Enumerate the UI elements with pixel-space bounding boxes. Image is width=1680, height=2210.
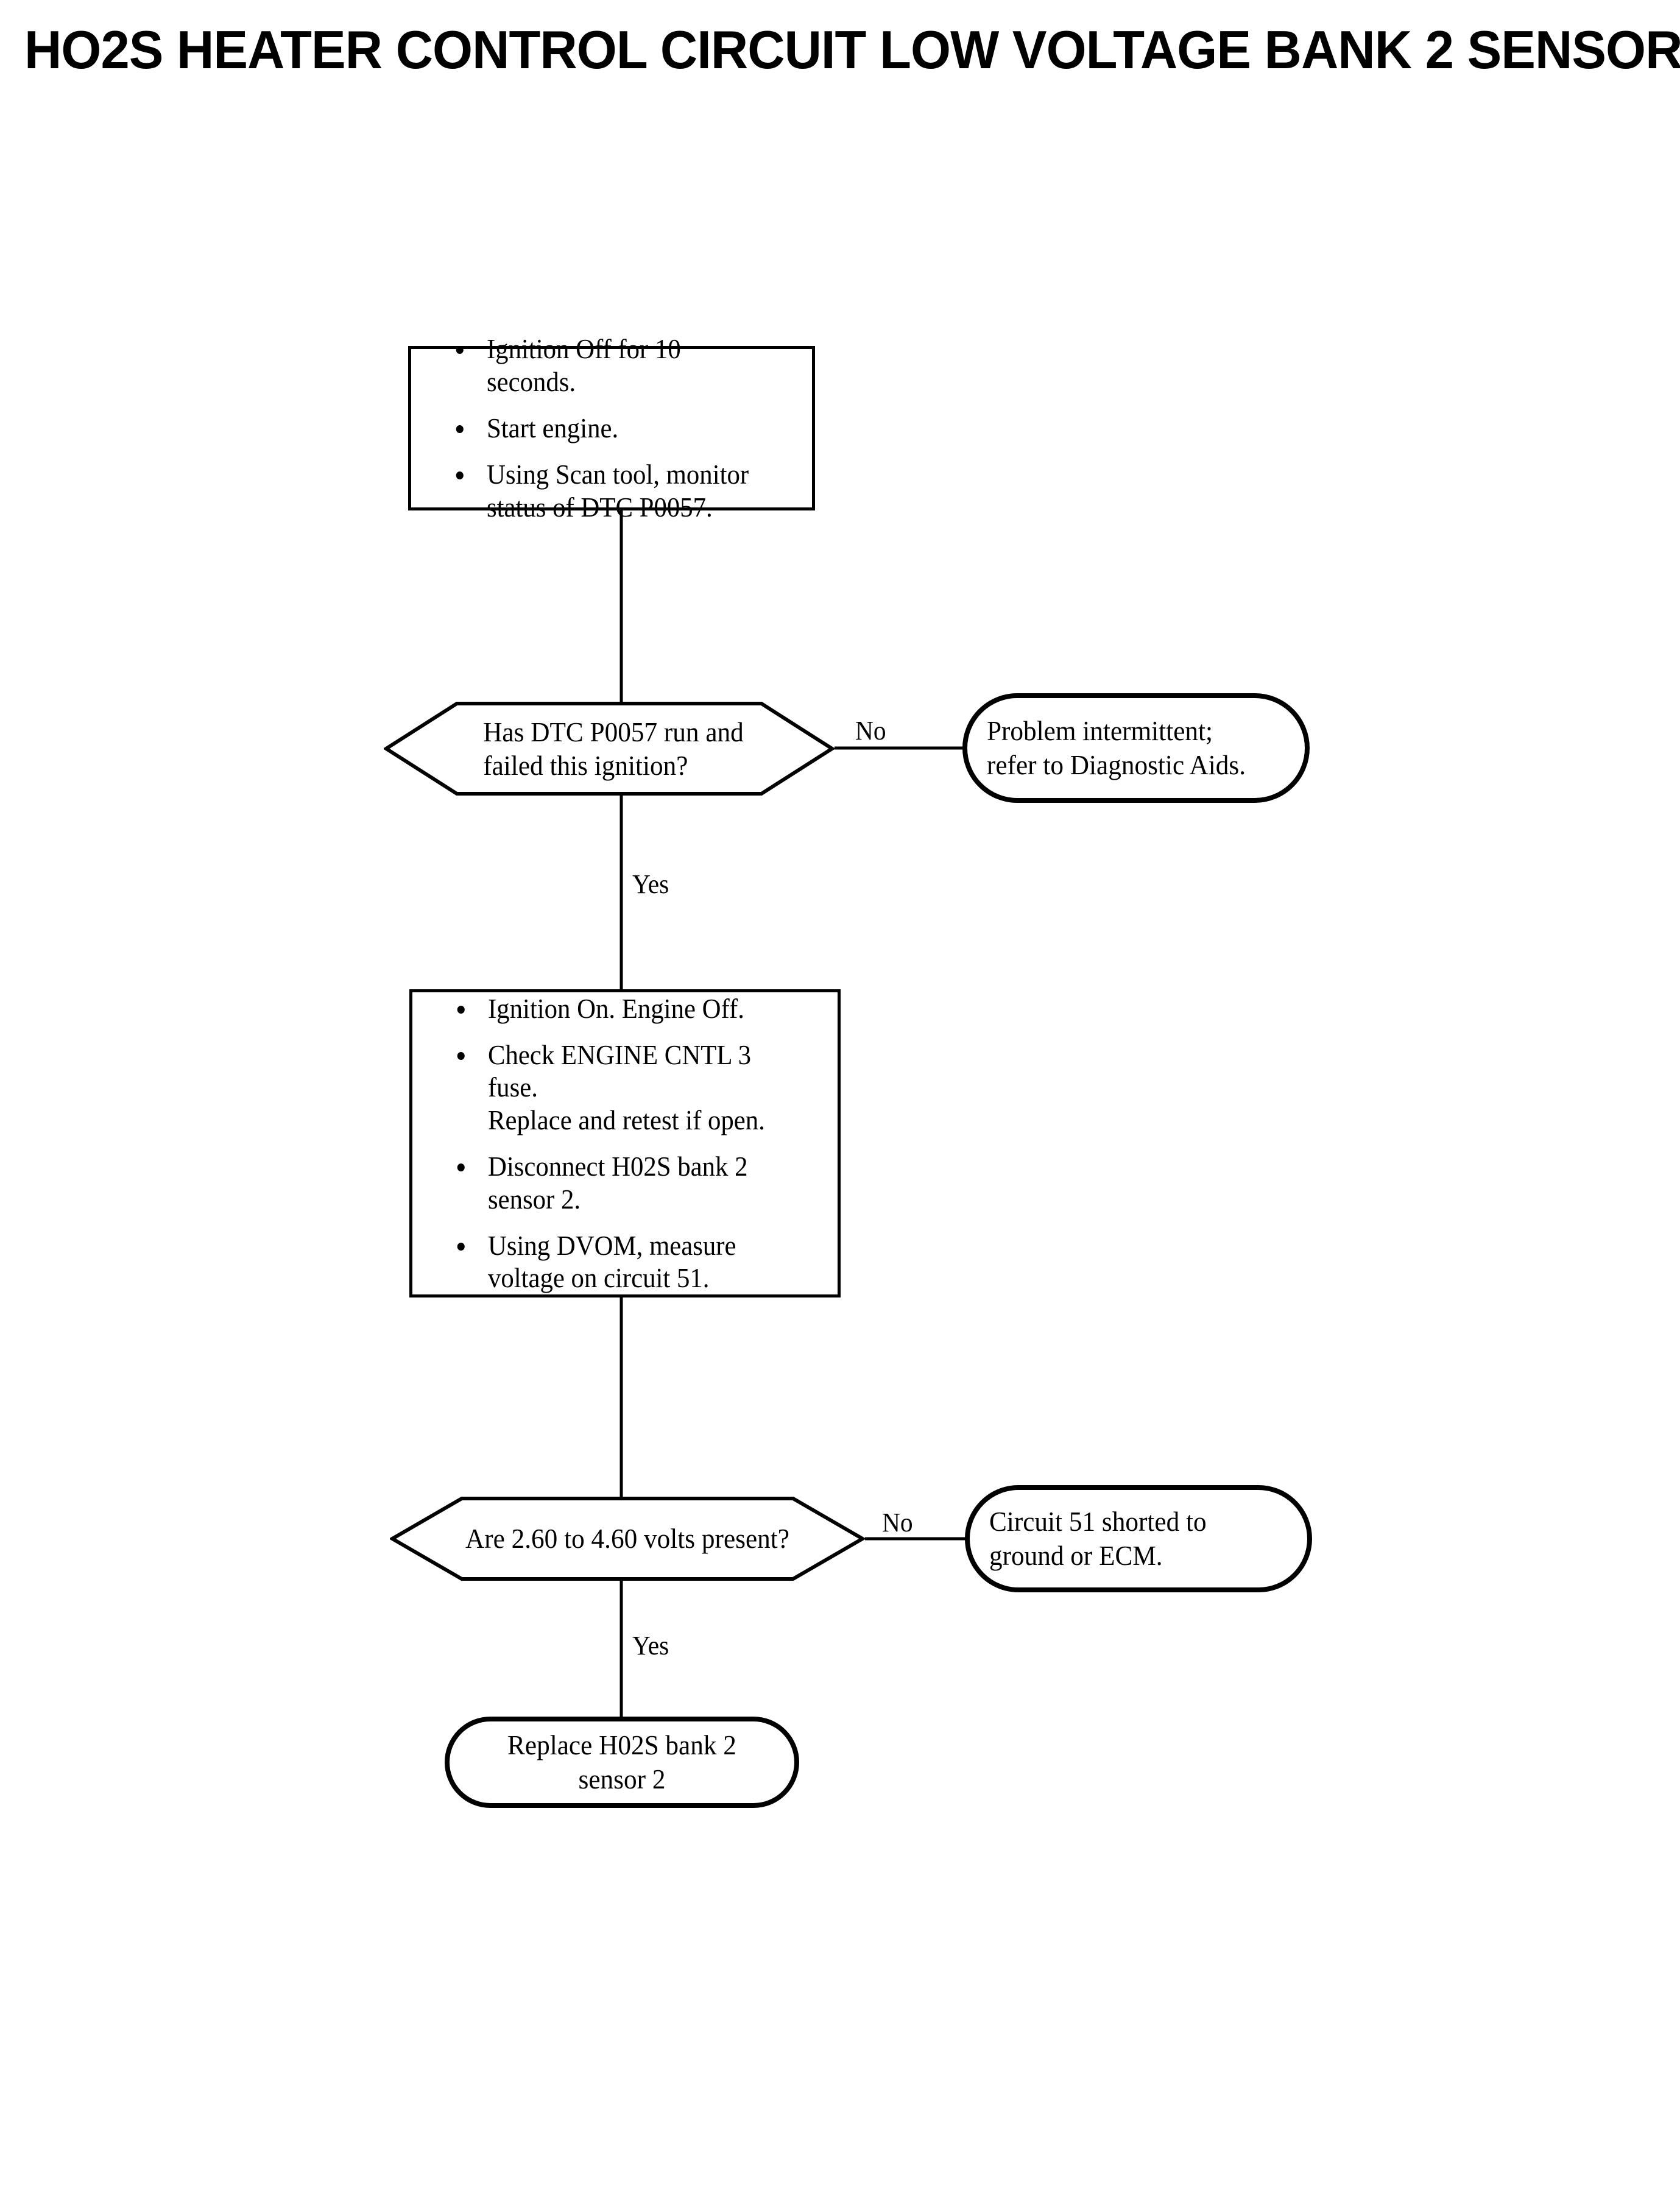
decision-1-hexagon: Has DTC P0057 run and failed this igniti… — [384, 701, 835, 797]
list-item: Ignition On. Engine Off. — [455, 992, 796, 1025]
result-1-label: Problem intermittent; refer to Diagnosti… — [986, 715, 1246, 780]
list-item: Using Scan tool, monitor status of DTC P… — [454, 458, 772, 524]
result-2-terminator: Circuit 51 shorted to ground or ECM. — [965, 1485, 1312, 1592]
step-1-process-box: Ignition Off for 10 seconds. Start engin… — [408, 333, 815, 523]
page-title: HO2S HEATER CONTROL CIRCUIT LOW VOLTAGE … — [24, 19, 1680, 80]
decision-1-shape — [384, 702, 835, 796]
decision-2-hexagon: Are 2.60 to 4.60 volts present? — [390, 1495, 865, 1582]
step-2-process-box: Ignition On. Engine Off. Check ENGINE CN… — [409, 989, 841, 1297]
edge-label-decision2-no: No — [882, 1508, 913, 1537]
list-item: Using DVOM, measure voltage on circuit 5… — [455, 1229, 796, 1295]
edge-label-decision2-yes: Yes — [632, 1631, 669, 1661]
list-item: Ignition Off for 10 seconds. — [454, 333, 772, 398]
list-item: Disconnect H02S bank 2 sensor 2. — [455, 1150, 796, 1216]
decision-1-label: Has DTC P0057 run and failed this igniti… — [483, 716, 744, 781]
edge-label-decision1-yes: Yes — [632, 869, 669, 899]
result-2-label: Circuit 51 shorted to ground or ECM. — [989, 1505, 1207, 1571]
list-item: Check ENGINE CNTL 3 fuse. Replace and re… — [455, 1039, 796, 1137]
result-3-label: Replace H02S bank 2 sensor 2 — [507, 1729, 736, 1795]
decision-2-label: Are 2.60 to 4.60 volts present? — [465, 1523, 789, 1555]
list-item: Start engine. — [454, 412, 772, 445]
result-3-terminator: Replace H02S bank 2 sensor 2 — [445, 1717, 799, 1808]
edge-label-decision1-no: No — [855, 716, 886, 746]
decision-2-shape — [390, 1497, 865, 1581]
step-1-bullet-list: Ignition Off for 10 seconds. Start engin… — [411, 333, 812, 523]
result-1-terminator: Problem intermittent; refer to Diagnosti… — [962, 693, 1310, 803]
step-2-bullet-list: Ignition On. Engine Off. Check ENGINE CN… — [412, 992, 838, 1295]
